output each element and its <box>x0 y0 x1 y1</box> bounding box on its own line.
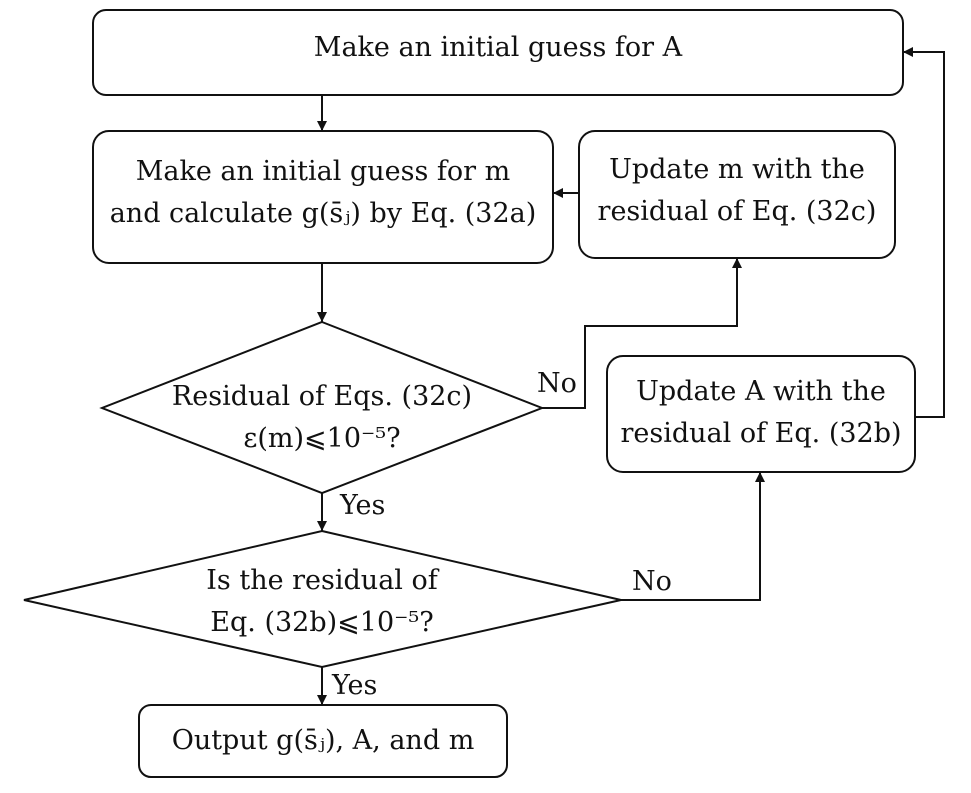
decision-32b-line2: Eq. (32b)⩽10⁻⁵? <box>210 607 434 638</box>
arrow-updateA-to-guessA <box>903 47 945 418</box>
output-line1: Output g(s̄ⱼ), A, and m <box>171 725 475 756</box>
arrow-decision32c-no-to-updatem <box>542 258 742 409</box>
decision-32c-yes-label: Yes <box>340 490 386 521</box>
decision-32b-text: Is the residual of Eq. (32b)⩽10⁻⁵? <box>122 560 522 644</box>
decision-32c-line1: Residual of Eqs. (32c) <box>171 381 473 412</box>
arrow-decision32b-no-to-updateA <box>621 472 765 601</box>
initial-guess-m-line1: Make an initial guess for m <box>135 156 511 187</box>
initial-guess-m-line2: and calculate g(s̄ⱼ) by Eq. (32a) <box>109 198 537 229</box>
decision-32b-yes-label: Yes <box>332 670 378 701</box>
update-A-line2: residual of Eq. (32b) <box>620 418 902 449</box>
update-A-line1: Update A with the <box>636 376 886 407</box>
decision-32c-text: Residual of Eqs. (32c) ε(m)⩽10⁻⁵? <box>122 376 522 460</box>
decision-32c-no-label: No <box>537 368 577 399</box>
decision-32b-line1: Is the residual of <box>206 565 438 596</box>
update-m-line1: Update m with the <box>609 154 865 185</box>
update-A-text: Update A with the residual of Eq. (32b) <box>607 371 915 455</box>
initial-guess-m-text: Make an initial guess for m and calculat… <box>93 151 553 235</box>
update-m-line2: residual of Eq. (32c) <box>597 196 877 227</box>
decision-32b-no-label: No <box>632 566 672 597</box>
initial-guess-A-line1: Make an initial guess for A <box>313 32 683 63</box>
update-m-text: Update m with the residual of Eq. (32c) <box>579 149 895 233</box>
output-text: Output g(s̄ⱼ), A, and m <box>139 720 507 762</box>
initial-guess-A-text: Make an initial guess for A <box>93 27 903 69</box>
decision-32c-line2: ε(m)⩽10⁻⁵? <box>243 423 401 454</box>
